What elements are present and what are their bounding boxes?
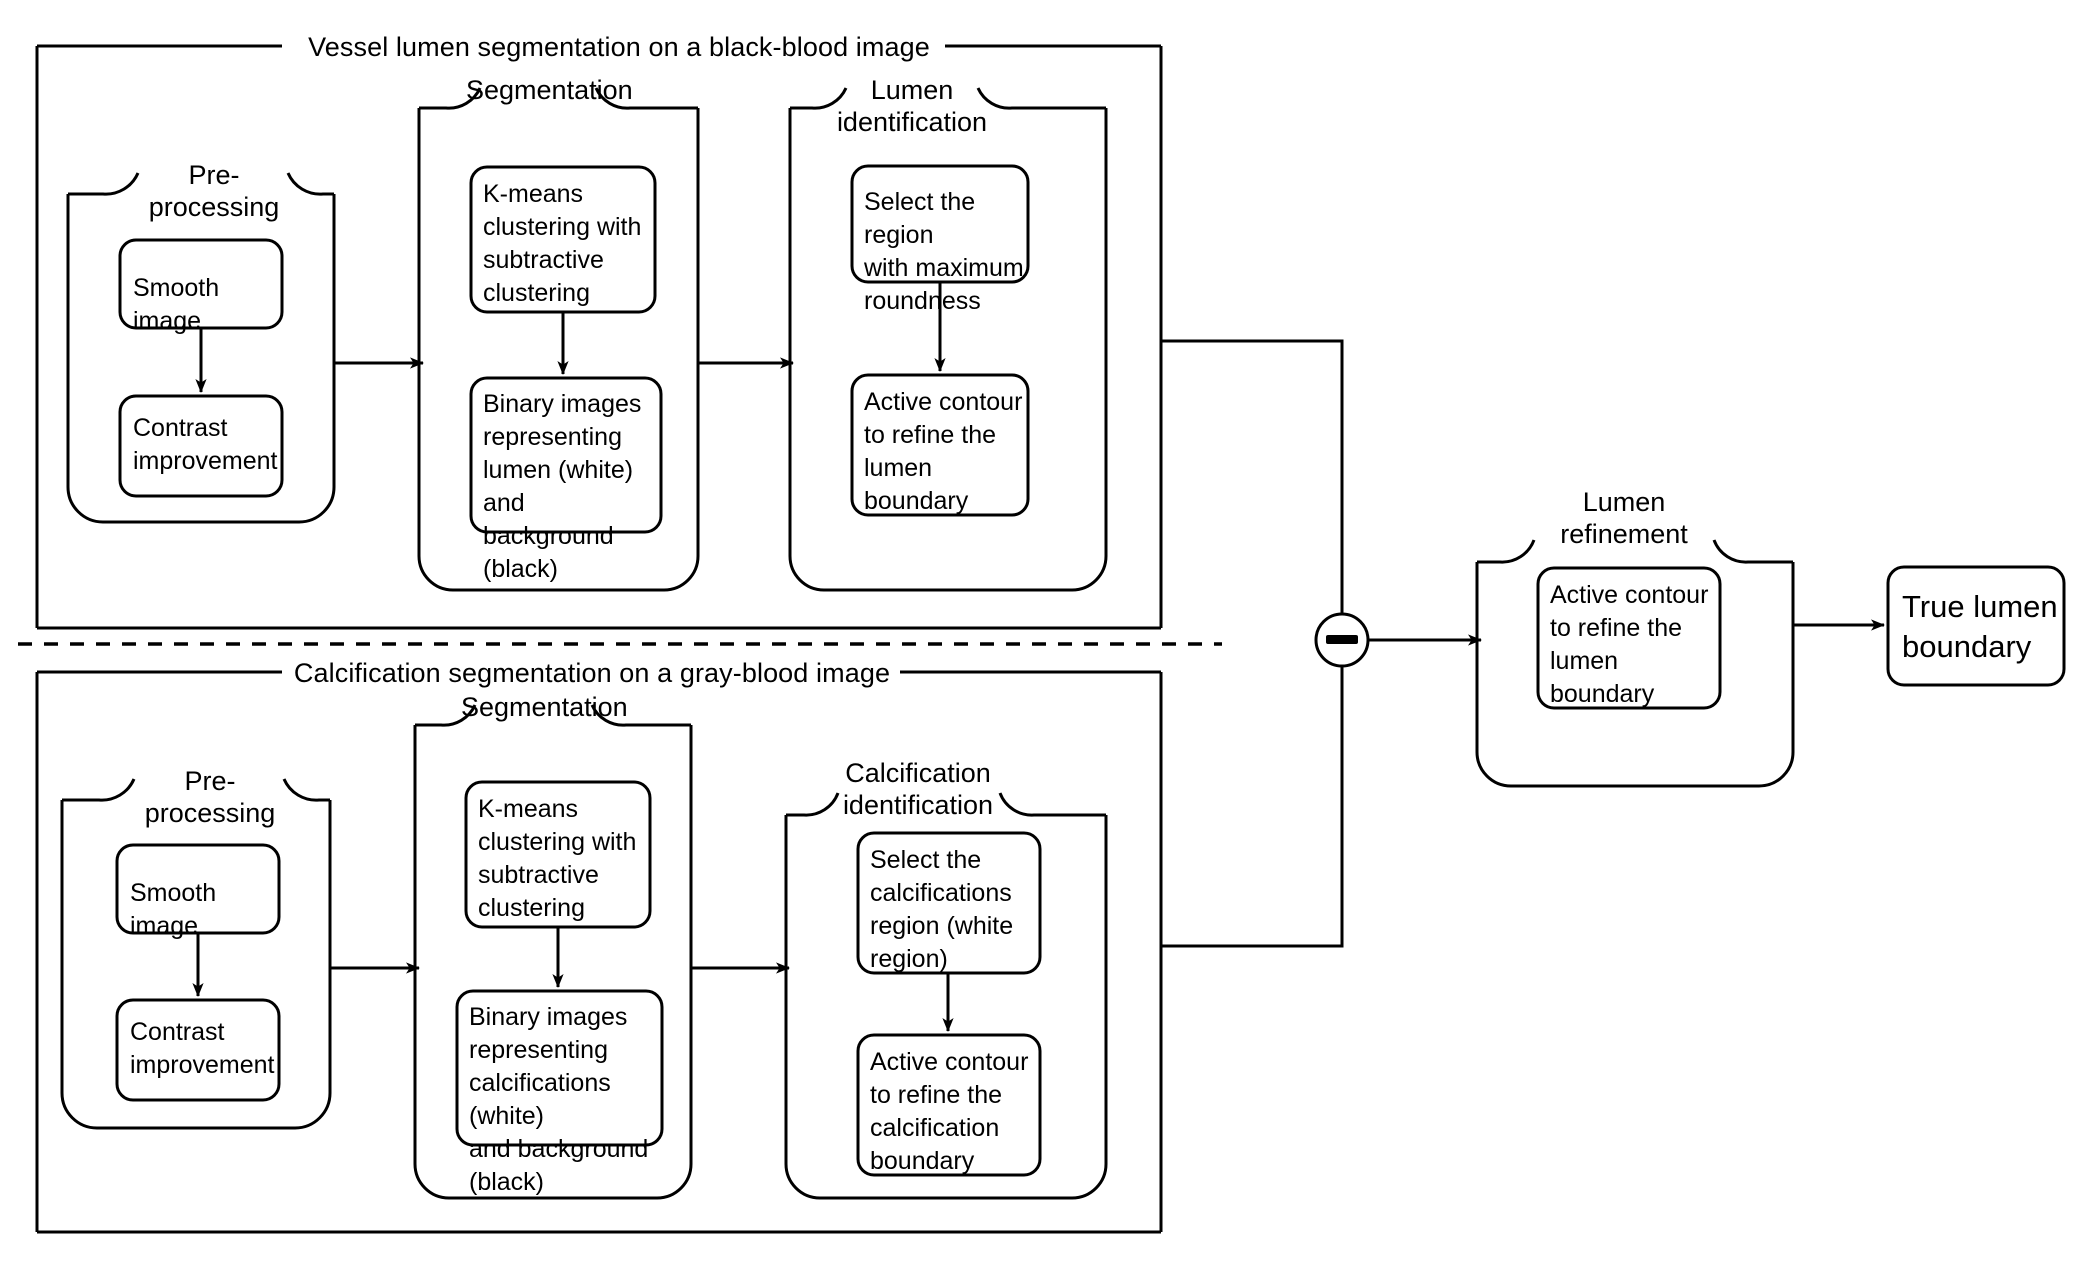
group-title-preprocessing-top: Pre-processing xyxy=(148,160,280,222)
bottom-panel-title: Calcification segmentation on a gray-blo… xyxy=(293,658,891,688)
group-title-lumen-identification: Lumen identification xyxy=(836,75,988,137)
node-label-kmeans-top: K-means clustering with subtractive clus… xyxy=(483,180,642,307)
node-label-contrast-improvement-bottom: Contrast improvement xyxy=(130,1018,275,1079)
group-border-segmentation-top xyxy=(417,87,700,592)
node-box-active-contour-lumen[interactable] xyxy=(850,373,1030,517)
node-label-select-calcifications: Select the calcifications region (white … xyxy=(870,846,1014,973)
group-title-lumen-refinement: Lumen refinement xyxy=(1560,487,1688,549)
group-border-segmentation-bottom xyxy=(413,704,693,1200)
group-border-preprocessing-top xyxy=(66,172,336,524)
node-label-binary-images-top: Binary images representing lumen (white)… xyxy=(483,390,642,583)
top-panel-title: Vessel lumen segmentation on a black-blo… xyxy=(308,32,930,62)
group-border-calcification-identification xyxy=(784,792,1108,1200)
node-label-active-contour-calcification: Active contour to refine the calcificati… xyxy=(870,1048,1029,1175)
group-border-lumen-identification xyxy=(788,87,1108,592)
node-label-active-contour-lumen: Active contour to refine the lumen bound… xyxy=(864,388,1023,515)
node-label-smooth-image-top: Smooth image xyxy=(133,274,227,335)
node-box-true-lumen-boundary[interactable] xyxy=(1886,565,2066,687)
node-label-smooth-image-bottom: Smooth image xyxy=(130,879,224,940)
node-label-active-contour-refinement: Active contour to refine the lumen bound… xyxy=(1550,581,1709,708)
group-border-lumen-refinement xyxy=(1475,539,1795,788)
node-label-contrast-improvement-top: Contrast improvement xyxy=(133,414,278,475)
node-label-binary-images-bottom: Binary images representing calcification… xyxy=(469,1003,649,1196)
node-label-select-max-roundness: Select the region with maximum roundness xyxy=(864,188,1024,315)
minus-icon xyxy=(1326,635,1358,644)
node-label-true-lumen-boundary: True lumen boundary xyxy=(1902,589,2058,665)
top-panel-border xyxy=(35,44,1163,630)
node-box-binary-images-bottom[interactable] xyxy=(455,989,664,1147)
group-title-preprocessing-bottom: Pre-processing xyxy=(144,766,276,828)
group-title-calcification-identification: Calcification identification xyxy=(842,758,994,820)
node-box-contrast-improvement-bottom[interactable] xyxy=(115,998,281,1102)
node-box-active-contour-refinement[interactable] xyxy=(1536,566,1722,710)
connector-bottom-panel-to-subtract xyxy=(1161,665,1344,948)
node-box-contrast-improvement-top[interactable] xyxy=(118,394,284,498)
node-box-active-contour-calcification[interactable] xyxy=(856,1033,1042,1177)
node-label-kmeans-bottom: K-means clustering with subtractive clus… xyxy=(478,795,637,922)
connector-top-panel-to-subtract xyxy=(1161,339,1344,616)
node-box-binary-images-top[interactable] xyxy=(469,376,663,534)
group-title-segmentation-top: Segmentation xyxy=(466,75,633,105)
group-title-segmentation-bottom: Segmentation xyxy=(461,692,628,722)
bottom-panel-border xyxy=(35,670,1163,1234)
group-border-preprocessing-bottom xyxy=(60,778,332,1130)
